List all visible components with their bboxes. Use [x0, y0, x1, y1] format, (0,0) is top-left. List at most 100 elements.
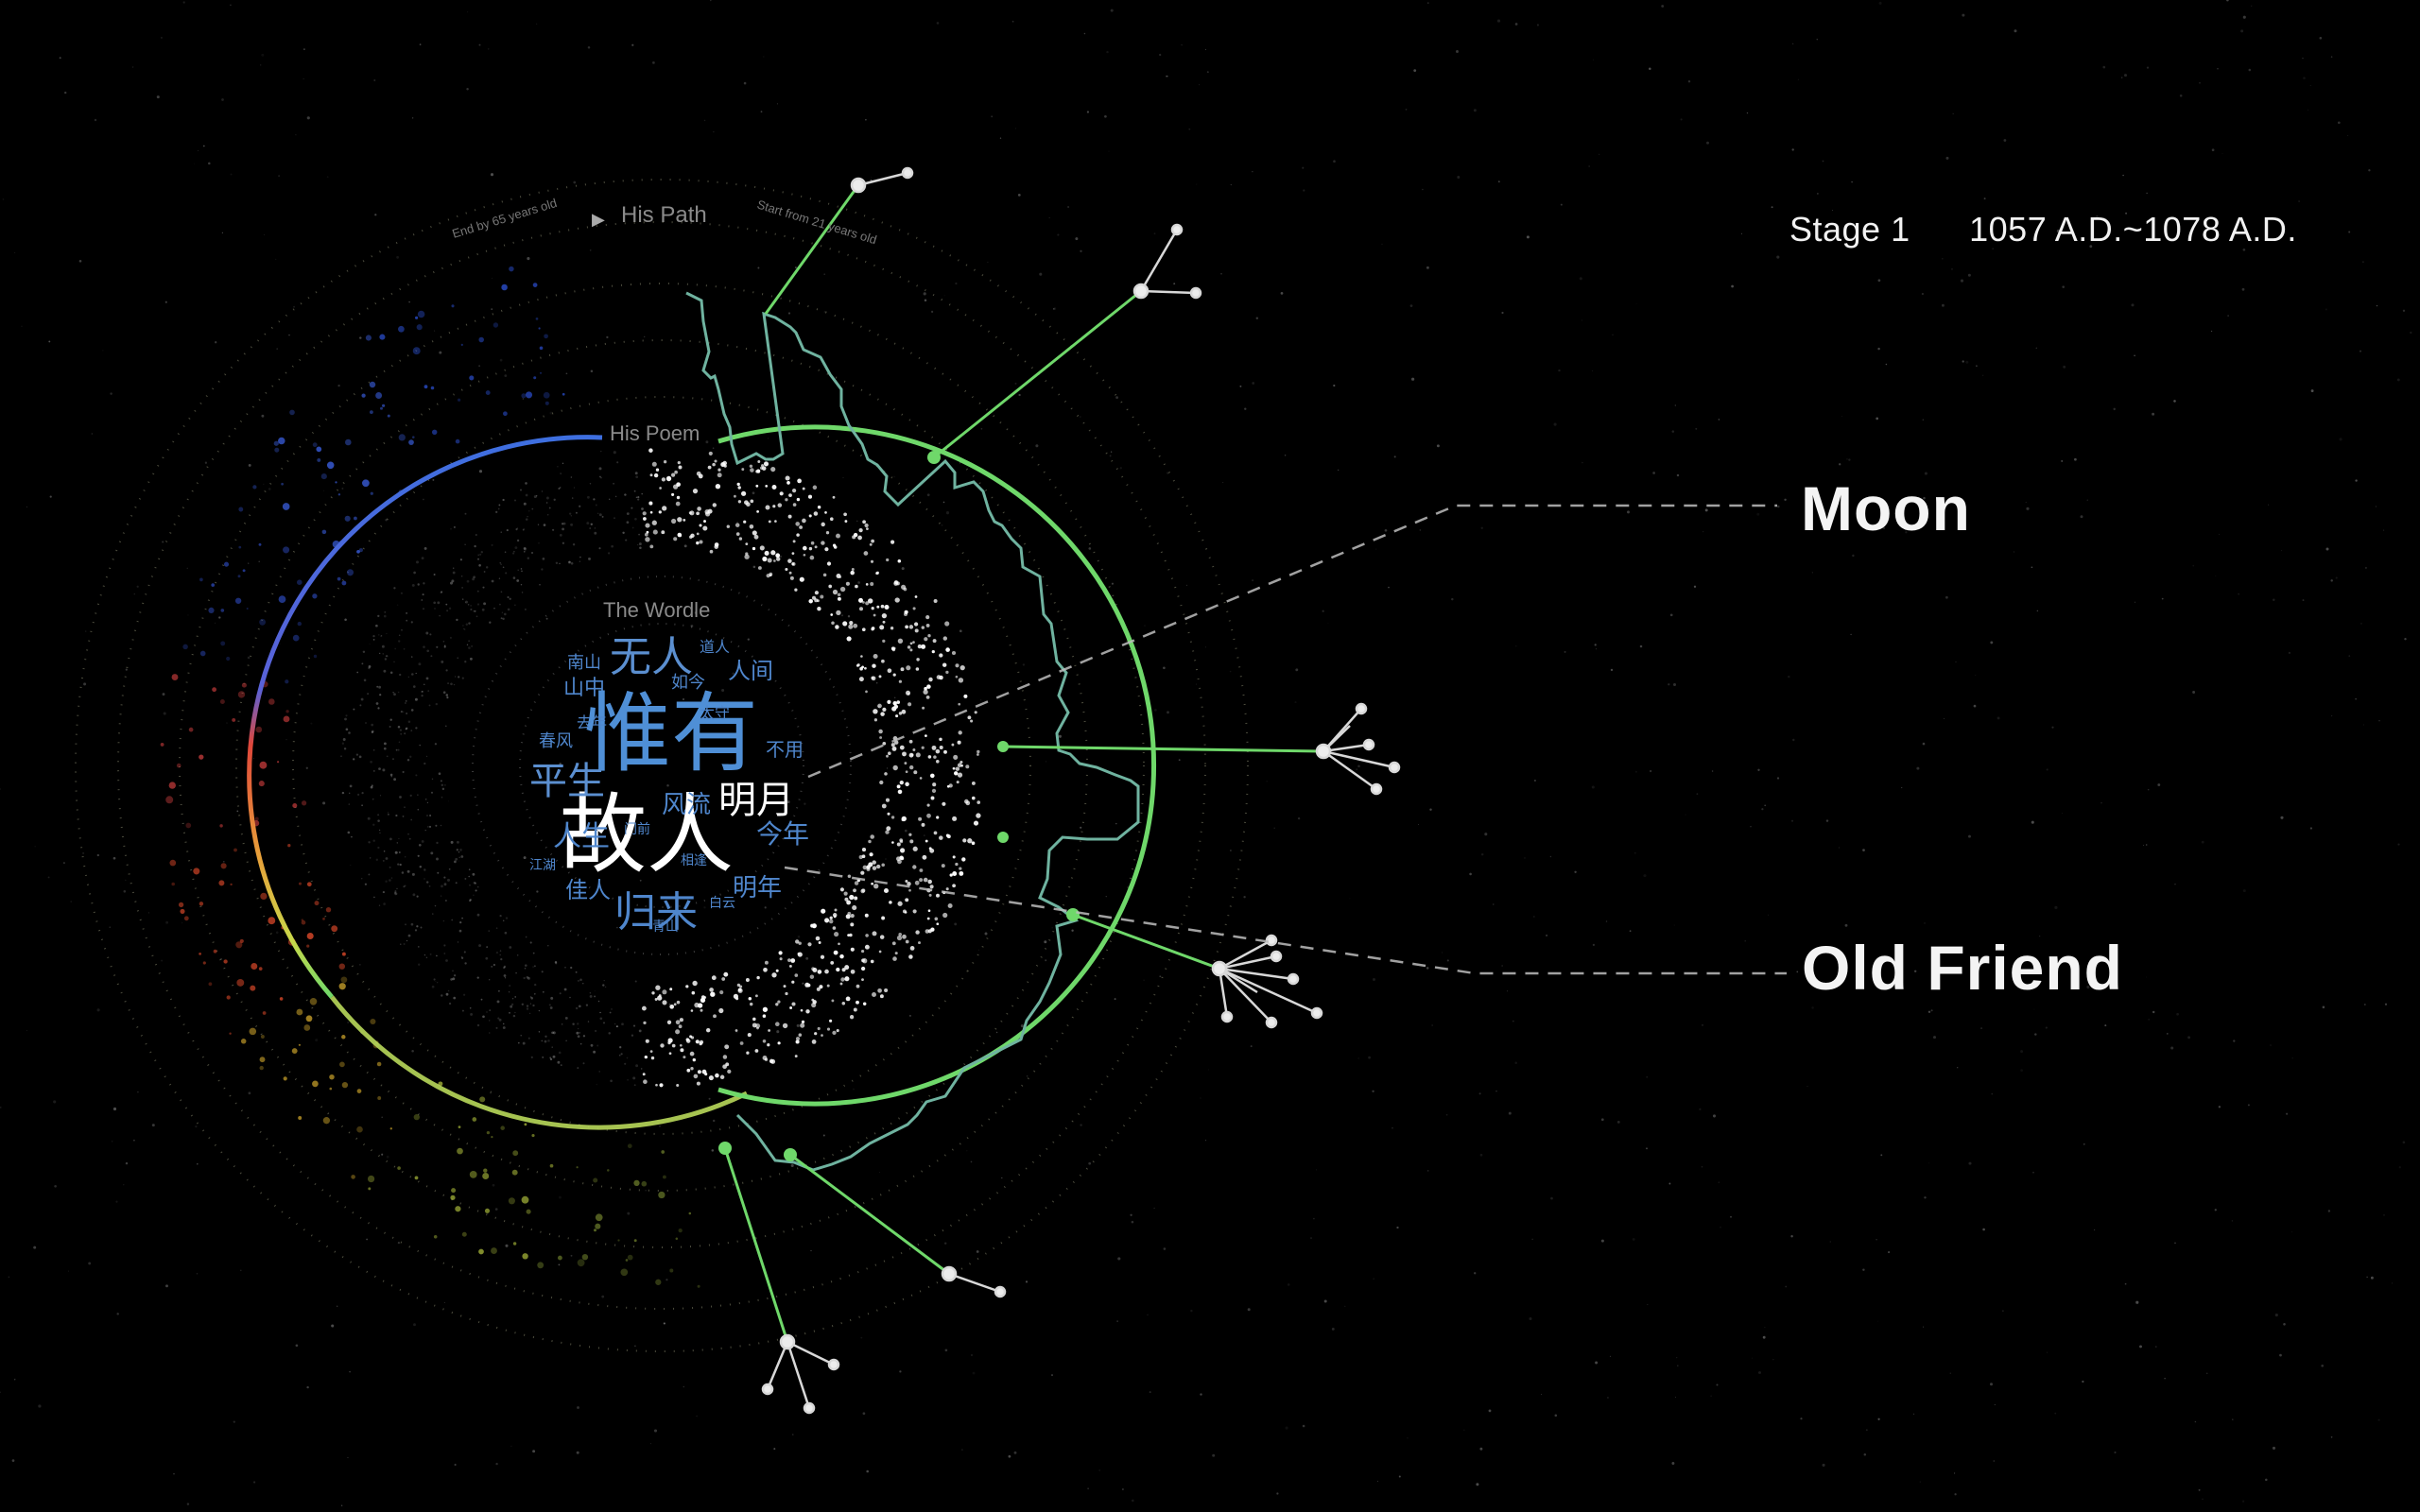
poem-dot [516, 527, 519, 529]
star-dot [1928, 1162, 1930, 1164]
star-dot [164, 301, 167, 303]
star-dot [1195, 683, 1197, 685]
star-dot [1104, 114, 1107, 118]
poem-dot [502, 1026, 506, 1029]
poem-dot [959, 760, 963, 765]
poem-dot [552, 1031, 556, 1035]
poem-dot [825, 531, 830, 535]
star-dot [2240, 29, 2244, 33]
poem-dot [416, 560, 419, 564]
poem-dot [927, 755, 932, 759]
poem-dot [766, 574, 770, 578]
star-dot [1973, 704, 1977, 708]
poem-dot [609, 1011, 612, 1014]
poem-dot [520, 568, 523, 570]
poem-dot [465, 623, 469, 626]
star-dot [1841, 416, 1842, 418]
poem-dot [870, 559, 874, 563]
path-dot [531, 1134, 535, 1138]
star-dot [230, 173, 233, 176]
star-dot [601, 1295, 605, 1298]
star-dot [2199, 81, 2201, 84]
star-dot [288, 334, 290, 336]
star-dot [710, 0, 712, 2]
moon-callout[interactable]: Moon [1801, 473, 1971, 543]
poem-dot [410, 730, 413, 731]
path-dot [250, 985, 256, 991]
star-dot [165, 1284, 168, 1288]
poem-dot [372, 634, 375, 638]
poem-dot [829, 1019, 833, 1022]
star-dot [1200, 1393, 1202, 1396]
poem-dot [792, 540, 796, 543]
poem-dot [744, 500, 749, 506]
star-dot [1080, 1124, 1082, 1126]
poem-dot [767, 558, 772, 563]
star-dot [2, 198, 5, 200]
star-dot [306, 1385, 309, 1389]
poem-dot [798, 1033, 803, 1037]
poem-dot [862, 520, 866, 524]
star-dot [1533, 916, 1535, 918]
path-dot [335, 481, 337, 484]
poem-dot [368, 665, 372, 668]
star-dot [1718, 419, 1720, 421]
star-dot [644, 335, 646, 338]
poem-dot [891, 941, 896, 946]
star-dot [1411, 377, 1415, 381]
star-dot [652, 61, 655, 64]
poem-dot [562, 462, 564, 465]
star-dot [1524, 856, 1526, 859]
poem-dot [933, 599, 938, 603]
poem-dot [939, 745, 943, 750]
poem-dot [382, 653, 385, 655]
path-dot [607, 1169, 610, 1172]
star-dot [1913, 970, 1917, 973]
poem-dot [415, 672, 417, 675]
poem-dot [635, 496, 638, 499]
play-arrow-icon[interactable]: ▶ [592, 210, 605, 230]
star-dot [2325, 547, 2329, 551]
path-dot [202, 961, 206, 965]
poem-dot [439, 614, 441, 617]
poem-dot [832, 543, 837, 547]
star-dot [1285, 1426, 1288, 1430]
star-dot [2205, 1372, 2208, 1375]
star-dot [1595, 1361, 1599, 1365]
star-dot [690, 624, 694, 627]
star-dot [1121, 1488, 1124, 1490]
poem-dot [873, 709, 878, 714]
star-dot [616, 926, 618, 929]
poem-dot [406, 759, 410, 762]
poem-dot [897, 789, 903, 795]
poem-dot [743, 520, 747, 524]
poem-dot [942, 662, 947, 667]
star-dot [1671, 1462, 1675, 1465]
star-dot [196, 1273, 199, 1275]
path-dot [501, 284, 508, 291]
poem-dot [821, 522, 825, 527]
poem-dot [754, 1049, 759, 1053]
star-dot [1696, 793, 1699, 796]
star-dot [204, 461, 208, 464]
star-dot [712, 1119, 716, 1123]
star-dot [961, 1449, 963, 1451]
poem-dot [468, 875, 471, 878]
path-dot [298, 1116, 302, 1120]
poem-dot [899, 838, 904, 843]
poem-dot [651, 991, 655, 995]
poem-dot [699, 524, 702, 527]
poem-dot [421, 690, 424, 694]
poem-dot [918, 941, 921, 945]
poem-dot [850, 969, 856, 974]
poem-dot [382, 859, 385, 862]
star-dot [1816, 38, 1819, 41]
poem-dot [517, 569, 519, 572]
path-dot [176, 763, 182, 768]
poem-dot [814, 1032, 818, 1036]
poem-dot [480, 550, 484, 554]
poem-dot [491, 966, 493, 968]
star-dot [1143, 979, 1145, 982]
old-friend-callout[interactable]: Old Friend [1802, 933, 2123, 1003]
poem-dot [971, 781, 976, 785]
